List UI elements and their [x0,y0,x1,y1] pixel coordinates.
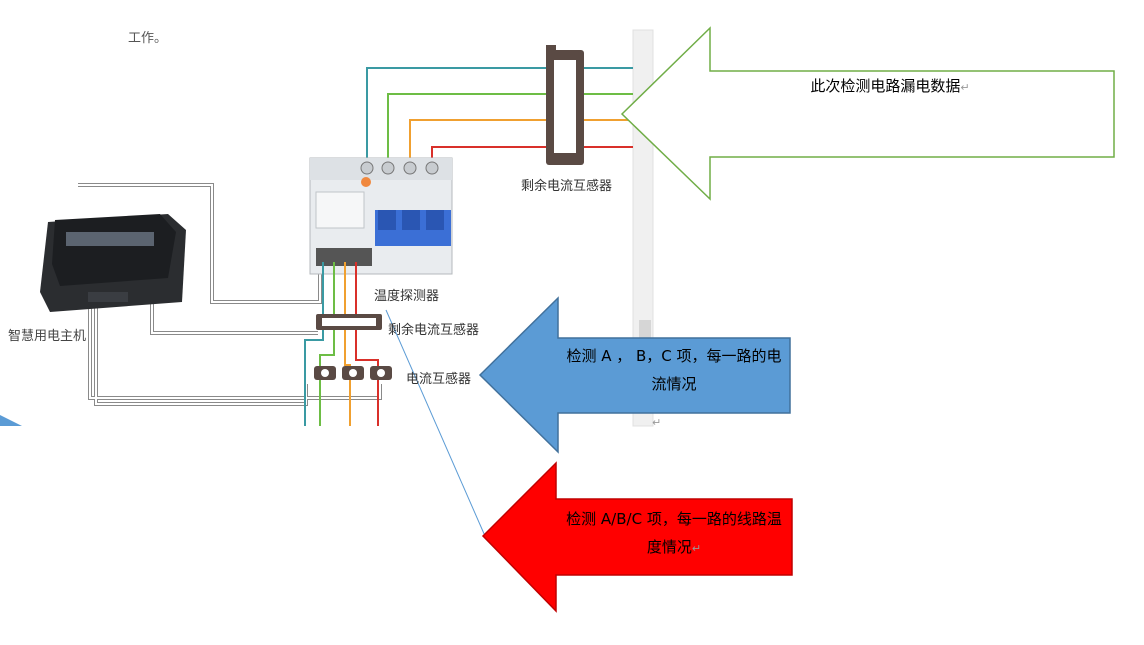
wire-red [431,146,633,160]
callout-text-blue: 检测 A ， B，C 项，每一路的电流情况 [566,347,782,393]
callout-text-green: 此次检测电路漏电数据↵ [810,77,970,95]
wire-green [387,93,633,160]
callout-arrow-green [620,26,1115,201]
callout-arrow-red [481,461,793,613]
wire-orange [409,119,633,160]
label-smart-host: 智慧用电主机 [8,329,87,344]
scrollbar-thumb[interactable] [639,320,651,340]
wire-bundle-bottom [304,262,379,426]
leader-line-temperature [385,309,486,537]
callout-arrow-blue [478,296,791,454]
current-transformers [314,366,392,380]
label-current-transformer: 电流互感器 [406,372,472,387]
rcd-breaker [309,157,453,275]
callout-text-red: 检测 A/B/C 项，每一路的线路温度情况↵ [566,510,782,556]
wire-teal [366,67,633,160]
label-rc-transformer-mid: 剩余电流互感器 [388,323,480,338]
label-temperature-probe: 温度探测器 [374,289,440,304]
blue-shape-fragment [0,415,22,426]
label-rc-transformer-top: 剩余电流互感器 [521,179,613,194]
rc-transformer-mid [316,314,382,330]
doc-top-fragment: 工作。 [128,31,168,46]
wire-bundle-top [366,67,633,160]
smart-host-device [40,214,186,312]
rc-transformer-top [546,45,584,165]
paragraph-mark: ↵ [652,416,662,429]
